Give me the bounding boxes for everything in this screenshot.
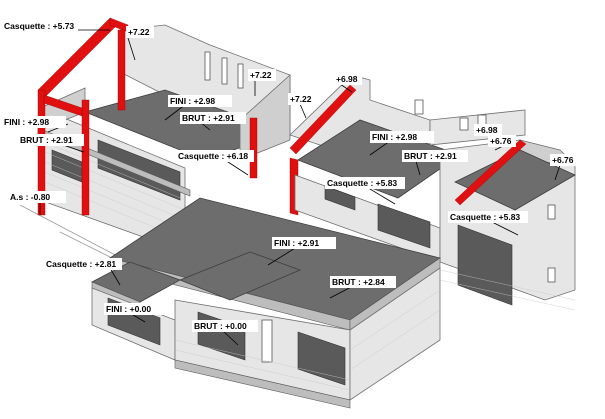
label-fini-298-left: FINI : +2.98 bbox=[2, 116, 66, 128]
svg-text:Casquette : +5.83: Casquette : +5.83 bbox=[450, 212, 520, 222]
window-right-3 bbox=[547, 204, 556, 220]
svg-text:FINI : +0.00: FINI : +0.00 bbox=[106, 304, 151, 314]
label-brut-284-roof: BRUT : +2.84 bbox=[330, 276, 396, 288]
label-level-676-b: +6.76 bbox=[550, 154, 578, 166]
label-as-080: A.s : -0.80 bbox=[8, 191, 66, 203]
label-casquette-583-mid: Casquette : +5.83 bbox=[325, 177, 405, 189]
label-brut-291-upper: BRUT : +2.91 bbox=[180, 112, 246, 124]
label-brut-291-left: BRUT : +2.91 bbox=[18, 134, 84, 146]
svg-text:BRUT : +2.91: BRUT : +2.91 bbox=[182, 113, 235, 123]
label-level-722-b: +7.22 bbox=[248, 69, 276, 81]
window-upper-1 bbox=[204, 51, 211, 81]
window-upper-3 bbox=[237, 63, 244, 89]
svg-text:FINI : +2.98: FINI : +2.98 bbox=[170, 96, 215, 106]
svg-text:BRUT : +0.00: BRUT : +0.00 bbox=[194, 321, 247, 331]
svg-text:BRUT : +2.91: BRUT : +2.91 bbox=[404, 151, 457, 161]
level-labels: Casquette : +5.73 +7.22 +7.22 +7.22 +6.9… bbox=[2, 20, 578, 332]
label-fini-298-right: FINI : +2.98 bbox=[370, 131, 434, 143]
svg-text:+6.76: +6.76 bbox=[552, 155, 574, 165]
svg-text:Casquette : +6.18: Casquette : +6.18 bbox=[178, 151, 248, 161]
label-brut-291-right: BRUT : +2.91 bbox=[402, 150, 468, 162]
label-casquette-583-right: Casquette : +5.83 bbox=[448, 211, 528, 223]
svg-text:+6.98: +6.98 bbox=[336, 74, 358, 84]
svg-text:Casquette : +5.73: Casquette : +5.73 bbox=[4, 21, 74, 31]
label-brut-000: BRUT : +0.00 bbox=[192, 320, 258, 332]
window-right-1 bbox=[459, 117, 469, 131]
svg-text:+6.76: +6.76 bbox=[490, 136, 512, 146]
svg-text:+6.98: +6.98 bbox=[476, 125, 498, 135]
label-casquette-281: Casquette : +2.81 bbox=[44, 258, 122, 270]
label-fini-000: FINI : +0.00 bbox=[104, 303, 168, 315]
svg-text:Casquette : +5.83: Casquette : +5.83 bbox=[327, 178, 397, 188]
red-frame-left bbox=[37, 17, 258, 216]
label-level-698-b: +6.98 bbox=[474, 124, 502, 136]
svg-text:+7.22: +7.22 bbox=[250, 70, 272, 80]
label-fini-291-roof: FINI : +2.91 bbox=[272, 237, 336, 249]
svg-text:+7.22: +7.22 bbox=[290, 94, 312, 104]
label-level-722-c: +7.22 bbox=[288, 93, 316, 105]
label-level-698-a: +6.98 bbox=[334, 73, 362, 85]
svg-text:BRUT : +2.91: BRUT : +2.91 bbox=[20, 135, 73, 145]
svg-text:FINI : +2.98: FINI : +2.98 bbox=[372, 132, 417, 142]
window-upper-2 bbox=[221, 57, 228, 85]
label-level-722-a: +7.22 bbox=[126, 26, 154, 38]
svg-text:+7.22: +7.22 bbox=[128, 27, 150, 37]
window-right-4 bbox=[547, 267, 556, 283]
svg-text:A.s : -0.80: A.s : -0.80 bbox=[10, 192, 50, 202]
window-middle bbox=[414, 99, 424, 115]
svg-text:FINI : +2.98: FINI : +2.98 bbox=[4, 117, 49, 127]
label-casquette-618: Casquette : +6.18 bbox=[176, 150, 254, 162]
middle-block bbox=[289, 74, 461, 263]
label-level-676-a: +6.76 bbox=[488, 135, 516, 147]
svg-text:BRUT : +2.84: BRUT : +2.84 bbox=[332, 277, 385, 287]
label-fini-298-upper: FINI : +2.98 bbox=[168, 95, 232, 107]
label-casquette-573: Casquette : +5.73 bbox=[2, 20, 78, 32]
svg-text:FINI : +2.91: FINI : +2.91 bbox=[274, 238, 319, 248]
svg-text:Casquette : +2.81: Casquette : +2.81 bbox=[46, 259, 116, 269]
door-lower bbox=[261, 319, 273, 363]
